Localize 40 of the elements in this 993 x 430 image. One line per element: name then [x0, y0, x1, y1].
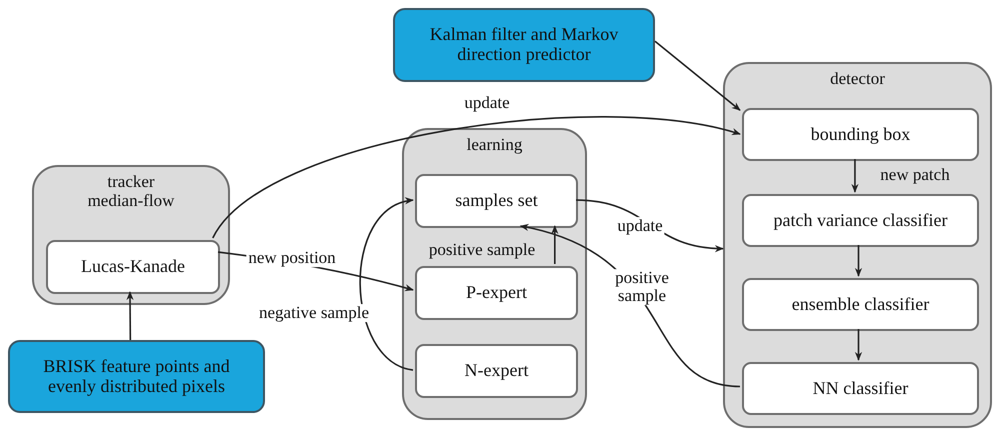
edge-label: positive sample [426, 241, 538, 259]
arrow [851, 159, 859, 193]
group-panel [723, 62, 992, 428]
node-label: patch variance classifier [774, 210, 948, 230]
input-box [8, 340, 265, 413]
node-label: P-expert [466, 283, 527, 303]
node-label: ensemble classifier [792, 294, 930, 314]
process-box [742, 278, 979, 331]
group-heading: detector [830, 70, 885, 89]
process-box [742, 194, 979, 247]
node-label: samples set [455, 191, 538, 211]
node-label: NN classifier [812, 378, 908, 398]
edge-label: update [615, 217, 665, 235]
group-panel [402, 128, 587, 420]
arrow [854, 245, 862, 277]
edge-label: update [462, 94, 512, 112]
process-box [742, 108, 979, 161]
node-label: N-expert [464, 361, 528, 381]
node-label: bounding box [810, 124, 910, 144]
arrow [551, 225, 558, 264]
input-box [393, 8, 655, 82]
process-box [415, 344, 578, 398]
edge-label: new patch [878, 166, 952, 184]
edge-label: negative sample [257, 304, 371, 322]
process-box [415, 174, 578, 228]
process-box [46, 240, 220, 294]
arrow [654, 40, 741, 111]
node-label: BRISK feature points and evenly distributed pixels [42, 356, 231, 396]
arrow [854, 329, 862, 361]
node-label: Kalman filter and Markov direction predictor [428, 25, 620, 65]
arrow [212, 116, 741, 238]
process-box [742, 362, 979, 415]
group-panel [32, 165, 230, 305]
group-heading: tracker median-flow [86, 173, 176, 210]
process-box [415, 266, 578, 320]
group-heading: learning [466, 136, 522, 155]
arrow [126, 291, 134, 340]
node-label: Lucas-Kanade [81, 257, 185, 277]
arrow [359, 198, 414, 371]
edge-label: new position [246, 249, 338, 267]
